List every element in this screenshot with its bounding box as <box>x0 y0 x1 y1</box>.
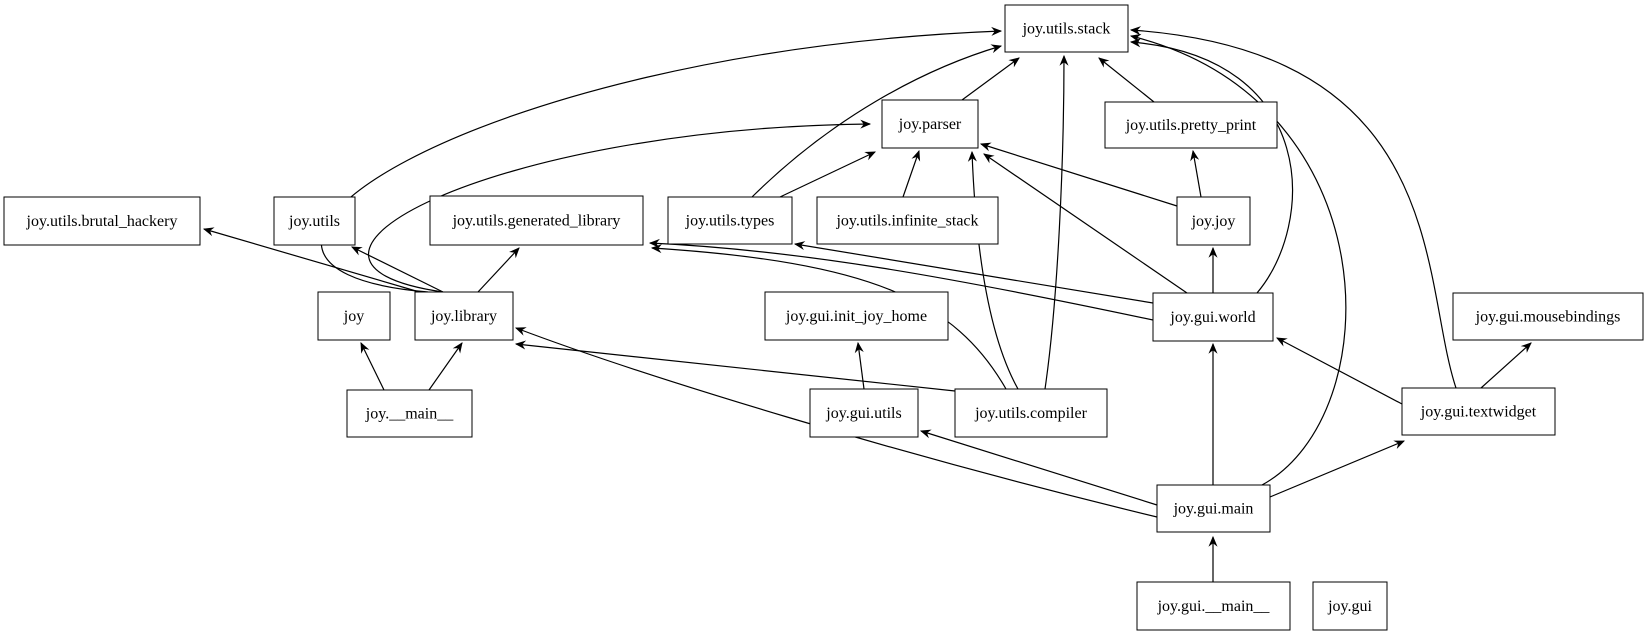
node-box-joy-utils-generated-library <box>429 195 644 246</box>
edge-joy-utils-compiler-to-joy-library <box>514 340 956 392</box>
node-label-joy-gui-main: joy.gui.__main__ <box>1157 598 1271 615</box>
edge-joy-utils-pretty-print-to-joy-utils-stack <box>1098 57 1155 103</box>
node-box-joy-utils-infinite-stack <box>816 196 999 245</box>
edge-joy-utils-types-to-joy-utils-stack <box>751 44 1003 198</box>
node-box-joy-gui-textwidget <box>1401 387 1556 436</box>
node-box-joy-gui-main <box>1156 484 1271 533</box>
edge-joy-library-to-joy-utils-stack <box>320 26 1003 293</box>
node-box-joy-gui-init-joy-home <box>764 291 949 341</box>
node-box-joy-utils-pretty-print <box>1104 101 1278 149</box>
node-joy-utils-compiler: joy.utils.compiler <box>954 388 1108 438</box>
node-joy-gui-mousebindings: joy.gui.mousebindings <box>1452 292 1644 341</box>
node-joy-parser: joy.parser <box>881 99 979 149</box>
node-label-joy-utils-types: joy.utils.types <box>685 213 775 230</box>
node-joy-joy: joy.joy <box>1176 196 1251 246</box>
node-label-joy-gui-mousebindings: joy.gui.mousebindings <box>1475 309 1621 326</box>
edge-joy-gui-world-to-joy-parser <box>983 153 1188 294</box>
edge-joy-gui-main-to-joy-gui-textwidget <box>1269 440 1405 498</box>
edge-joy-utils-types-to-joy-parser <box>779 151 876 198</box>
edge-joy-library-to-joy-utils-brutal-hackery <box>202 227 417 292</box>
edge-joy-library-to-joy-utils-generated-library <box>477 247 520 293</box>
node-label-joy-main: joy.__main__ <box>365 406 454 423</box>
node-joy-utils-brutal-hackery: joy.utils.brutal_hackery <box>3 196 201 246</box>
node-box-joy <box>317 291 391 341</box>
node-joy-gui-textwidget: joy.gui.textwidget <box>1401 387 1556 436</box>
node-label-joy-parser: joy.parser <box>898 116 962 133</box>
edge-joy-gui-textwidget-to-joy-gui-world <box>1276 337 1403 405</box>
node-box-joy-utils-stack <box>1004 4 1129 53</box>
edge-joy-gui-main-to-joy-gui-utils <box>919 429 1158 506</box>
node-joy-utils-generated-library: joy.utils.generated_library <box>429 195 644 246</box>
node-label-joy-gui: joy.gui <box>1327 598 1372 615</box>
edge-joy-main-to-joy-library <box>428 342 463 391</box>
edge-joy-gui-utils-to-joy-gui-init-joy-home <box>854 341 865 390</box>
node-joy-library: joy.library <box>414 291 514 341</box>
node-joy-gui-world: joy.gui.world <box>1152 292 1274 342</box>
edge-joy-parser-to-joy-utils-stack <box>961 57 1020 101</box>
node-label-joy-library: joy.library <box>430 308 497 325</box>
node-joy-gui-utils: joy.gui.utils <box>809 388 919 438</box>
node-joy-utils-pretty-print: joy.utils.pretty_print <box>1104 101 1278 149</box>
node-box-joy-gui-world <box>1152 292 1274 342</box>
node-label-joy-joy: joy.joy <box>1191 213 1236 230</box>
edge-joy-gui-textwidget-to-joy-gui-mousebindings <box>1480 342 1532 389</box>
node-box-joy-utils-types <box>667 196 793 245</box>
node-label-joy: joy <box>343 308 364 325</box>
edge-joy-main-to-joy <box>360 342 385 391</box>
node-joy-gui-main: joy.gui.__main__ <box>1136 581 1291 631</box>
node-joy-utils-stack: joy.utils.stack <box>1004 4 1129 53</box>
edge-joy-utils-compiler-to-joy-utils-stack <box>1044 54 1069 390</box>
node-box-joy-parser <box>881 99 979 149</box>
node-label-joy-utils-stack: joy.utils.stack <box>1022 21 1111 38</box>
node-joy-utils-infinite-stack: joy.utils.infinite_stack <box>816 196 999 245</box>
node-joy-utils-types: joy.utils.types <box>667 196 793 245</box>
node-label-joy-gui-world: joy.gui.world <box>1169 309 1255 326</box>
node-joy-gui-init-joy-home: joy.gui.init_joy_home <box>764 291 949 341</box>
edge-joy-utils-compiler-to-joy-utils-generated-library <box>650 244 1007 390</box>
node-box-joy-gui-utils <box>809 388 919 438</box>
node-label-joy-utils-infinite-stack: joy.utils.infinite_stack <box>835 213 978 230</box>
node-joy-gui: joy.gui <box>1312 581 1388 631</box>
edge-joy-gui-world-to-joy-utils-stack <box>1129 38 1294 294</box>
node-label-joy-utils-compiler: joy.utils.compiler <box>974 405 1088 422</box>
edge-joy-gui-textwidget-to-joy-utils-stack <box>1129 26 1457 389</box>
node-label-joy-gui-main: joy.gui.main <box>1173 501 1254 518</box>
edge-joy-joy-to-joy-utils-pretty-print <box>1190 149 1202 198</box>
node-joy-main: joy.__main__ <box>346 389 473 438</box>
node-box-joy-library <box>414 291 514 341</box>
node-box-joy-main <box>346 389 473 438</box>
node-joy: joy <box>317 291 391 341</box>
edge-joy-gui-world-to-joy-utils-types <box>793 241 1154 304</box>
edge-joy-gui-main-to-joy-utils-stack <box>1129 33 1347 486</box>
node-label-joy-gui-utils: joy.gui.utils <box>825 405 901 422</box>
node-box-joy-utils <box>273 196 356 246</box>
node-box-joy-utils-compiler <box>954 388 1108 438</box>
node-box-joy-utils-brutal-hackery <box>3 196 201 246</box>
edge-joy-utils-compiler-to-joy-parser <box>967 150 1019 390</box>
node-label-joy-gui-textwidget: joy.gui.textwidget <box>1420 404 1537 421</box>
node-joy-gui-main: joy.gui.main <box>1156 484 1271 533</box>
edge-joy-gui-main-to-joy-library <box>514 327 1158 518</box>
node-label-joy-utils-brutal-hackery: joy.utils.brutal_hackery <box>26 213 178 230</box>
node-label-joy-utils: joy.utils <box>288 213 340 230</box>
edge-joy-library-to-joy-utils <box>351 246 444 293</box>
node-label-joy-gui-init-joy-home: joy.gui.init_joy_home <box>785 308 927 325</box>
node-label-joy-utils-generated-library: joy.utils.generated_library <box>452 213 621 230</box>
node-box-joy-gui <box>1312 581 1388 631</box>
node-joy-utils: joy.utils <box>273 196 356 246</box>
node-box-joy-gui-mousebindings <box>1452 292 1644 341</box>
node-box-joy-gui-main <box>1136 581 1291 631</box>
node-box-joy-joy <box>1176 196 1251 246</box>
node-label-joy-utils-pretty-print: joy.utils.pretty_print <box>1125 117 1257 134</box>
edge-joy-utils-infinite-stack-to-joy-parser <box>902 149 921 198</box>
edge-joy-joy-to-joy-parser <box>979 142 1178 207</box>
edge-joy-gui-world-to-joy-utils-generated-library <box>648 238 1154 321</box>
